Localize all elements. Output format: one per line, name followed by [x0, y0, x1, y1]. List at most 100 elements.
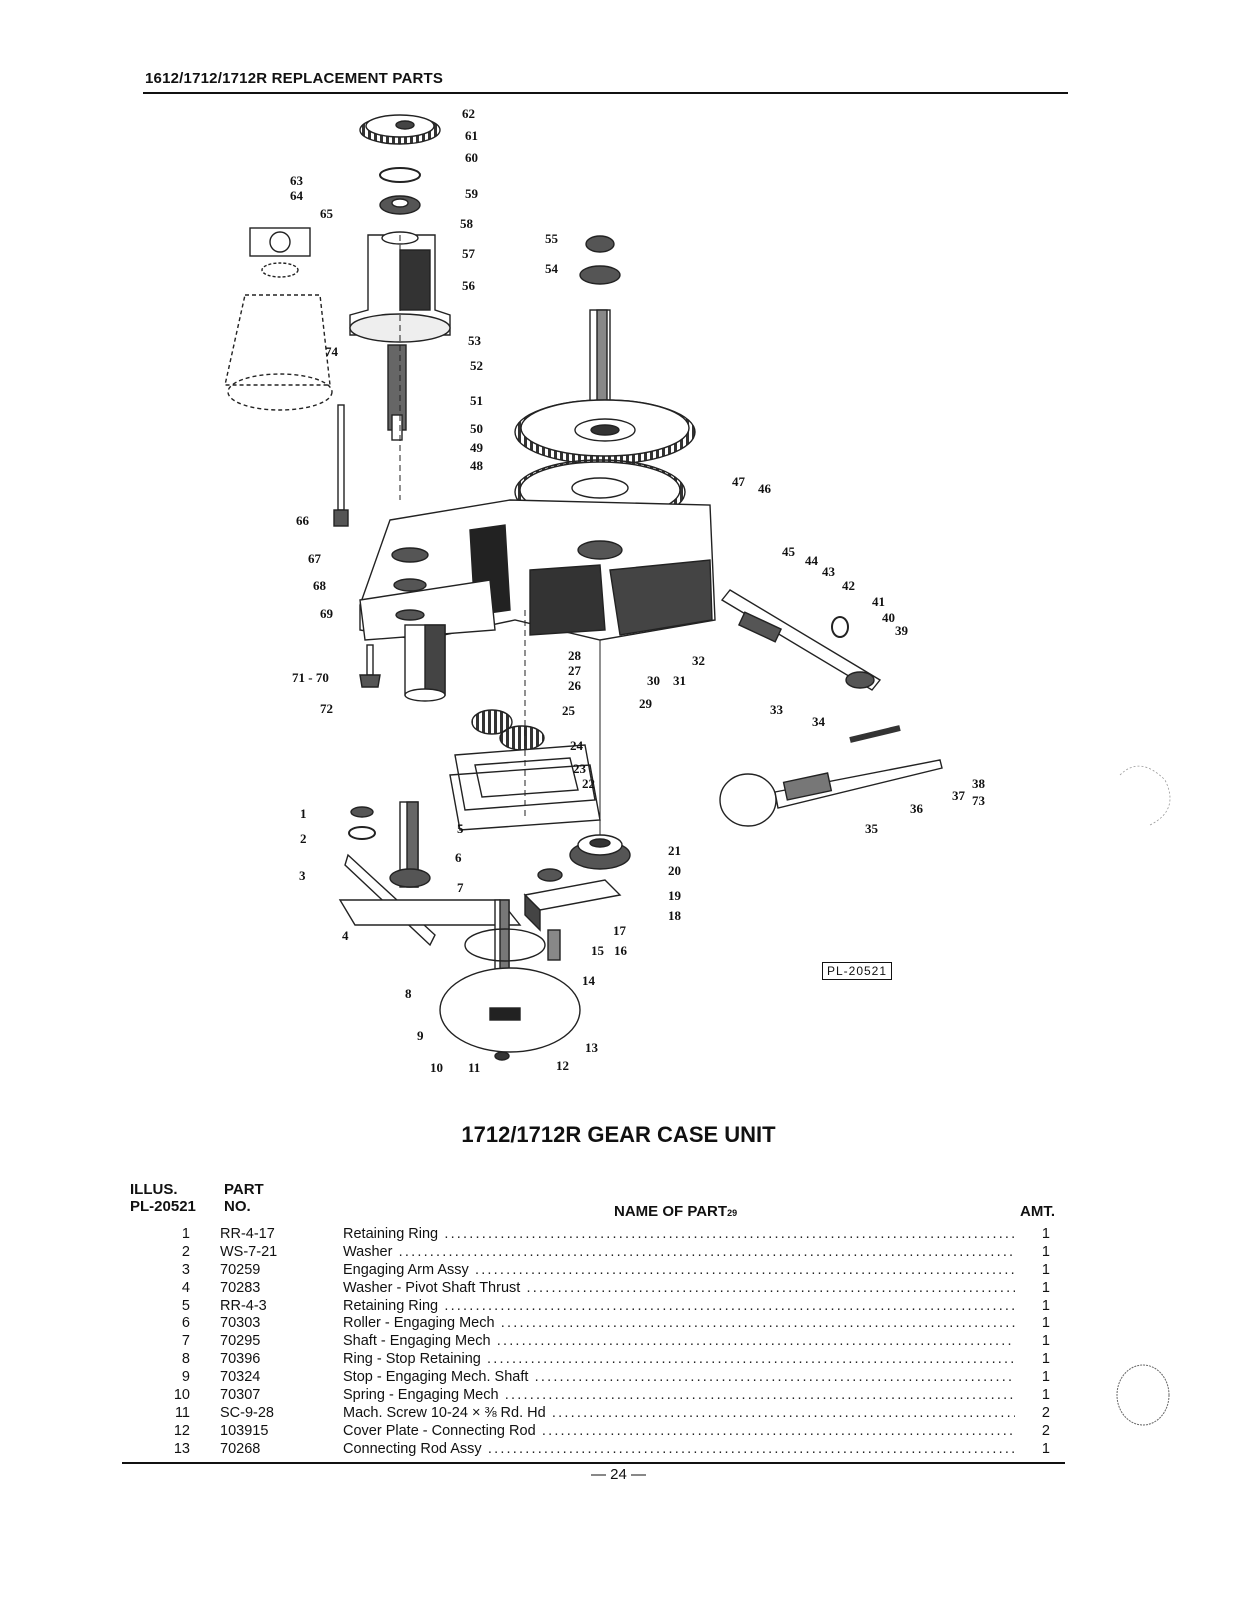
part-name-cell: Engaging Arm Assy ......................…: [343, 1262, 1015, 1280]
callout-74: 74: [325, 344, 339, 359]
callout-57: 57: [462, 246, 476, 261]
part-name-cell: Shaft - Engaging Mech ..................…: [343, 1333, 1015, 1351]
callout-22: 22: [582, 776, 595, 791]
callout-3: 3: [299, 868, 306, 883]
footer-rule: [122, 1462, 1065, 1464]
dot-leader: ........................................…: [444, 1297, 1015, 1314]
part-amount: 1: [1041, 1226, 1050, 1242]
callout-66: 66: [296, 513, 310, 528]
callout-2: 2: [300, 831, 307, 846]
part-name-cell: Stop - Engaging Mech. Shaft ............…: [343, 1369, 1015, 1387]
part-name: Roller - Engaging Mech: [343, 1315, 495, 1332]
callout-50: 50: [470, 421, 483, 436]
callout-56: 56: [462, 278, 476, 293]
part-name-cell: Roller - Engaging Mech .................…: [343, 1315, 1015, 1333]
callout-71-70: 71 - 70: [292, 670, 329, 685]
part-amount: 2: [1041, 1422, 1050, 1439]
callout-24: 24: [570, 738, 584, 753]
callout-28: 28: [568, 648, 582, 663]
callout-65: 65: [320, 206, 334, 221]
callout-44: 44: [805, 553, 819, 568]
callout-39: 39: [895, 623, 909, 638]
part-name-cell: Retaining Ring .........................…: [343, 1298, 1015, 1316]
table-row: 5 RR-4-3 Retaining Ring ..................…: [130, 1298, 1065, 1316]
column-header-illus-line2: PL-20521: [130, 1198, 196, 1215]
callout-47: 47: [732, 474, 746, 489]
page-number: — 24 —: [590, 1466, 647, 1483]
callout-10: 10: [430, 1060, 443, 1075]
illus-number: 5: [181, 1297, 190, 1314]
part-name: Stop - Engaging Mech. Shaft: [343, 1369, 529, 1386]
part-name-cell: Mach. Screw 10-24 × ⅜ Rd. Hd ...........…: [343, 1405, 1015, 1423]
callout-43: 43: [822, 564, 836, 579]
callout-7: 7: [457, 880, 464, 895]
part-name-cell: Washer .................................…: [343, 1244, 1015, 1262]
illus-number: 12: [173, 1422, 190, 1439]
section-title: 1712/1712R GEAR CASE UNIT: [461, 1122, 776, 1147]
illus-number: 2: [181, 1243, 190, 1260]
callout-72: 72: [320, 701, 333, 716]
illus-number: 1: [181, 1226, 190, 1242]
callout-59: 59: [465, 186, 479, 201]
part-number: 70295: [220, 1333, 261, 1350]
callout-34: 34: [812, 714, 826, 729]
dot-leader: ........................................…: [487, 1440, 1015, 1457]
column-header-illus-line1: ILLUS.: [130, 1181, 178, 1198]
callout-33: 33: [770, 702, 784, 717]
callout-61: 61: [465, 128, 478, 143]
part-number: 70268: [220, 1440, 261, 1457]
dot-leader: ........................................…: [444, 1226, 1015, 1242]
callout-69: 69: [320, 606, 334, 621]
column-header-part-no: PART NO.: [224, 1181, 264, 1215]
callout-62: 62: [462, 106, 475, 121]
callout-49: 49: [470, 440, 484, 455]
callout-21: 21: [668, 843, 681, 858]
callout-31: 31: [673, 673, 686, 688]
part-name: Retaining Ring: [343, 1226, 439, 1242]
table-row: 11 SC-9-28 Mach. Screw 10-24 × ⅜ Rd. Hd ..…: [130, 1405, 1065, 1423]
illus-number: 9: [181, 1369, 190, 1386]
callout-15: 15: [591, 943, 605, 958]
dot-leader: ........................................…: [541, 1422, 1015, 1439]
callout-35: 35: [865, 821, 879, 836]
dot-leader: ........................................…: [534, 1369, 1015, 1386]
callout-12: 12: [556, 1058, 569, 1073]
part-amount: 1: [1041, 1297, 1050, 1314]
page-header-title: 1612/1712/1712R REPLACEMENT PARTS: [145, 70, 444, 87]
dot-leader: ........................................…: [496, 1333, 1015, 1350]
callout-52: 52: [470, 358, 483, 373]
part-name-cell: Ring - Stop Retaining ..................…: [343, 1351, 1015, 1369]
callout-58: 58: [460, 216, 474, 231]
part-name: Engaging Arm Assy: [343, 1261, 469, 1278]
callout-9: 9: [417, 1028, 424, 1043]
illus-number: 3: [181, 1261, 190, 1278]
callout-17: 17: [613, 923, 627, 938]
callout-53: 53: [468, 333, 482, 348]
callout-1: 1: [300, 806, 307, 821]
callout-11: 11: [468, 1060, 480, 1075]
column-header-part-line1: PART: [224, 1181, 264, 1198]
part-amount: 1: [1041, 1440, 1050, 1457]
part-name: Cover Plate - Connecting Rod: [343, 1422, 536, 1439]
callout-67: 67: [308, 551, 322, 566]
part-name: Washer: [343, 1243, 393, 1260]
part-number: RR-4-3: [220, 1297, 267, 1314]
illus-number: 13: [173, 1440, 190, 1457]
dot-leader: ........................................…: [487, 1351, 1015, 1368]
part-number: 70307: [220, 1387, 261, 1404]
part-number: SC-9-28: [220, 1404, 274, 1421]
part-name: Shaft - Engaging Mech: [343, 1333, 491, 1350]
callout-46: 46: [758, 481, 772, 496]
callout-29: 29: [639, 696, 653, 711]
callout-68: 68: [313, 578, 327, 593]
part-name: Connecting Rod Assy: [343, 1440, 482, 1457]
part-name-cell: Spring - Engaging Mech .................…: [343, 1387, 1015, 1405]
callout-60: 60: [465, 150, 478, 165]
illus-number: 11: [174, 1404, 190, 1421]
column-header-part-line2: NO.: [224, 1198, 251, 1215]
